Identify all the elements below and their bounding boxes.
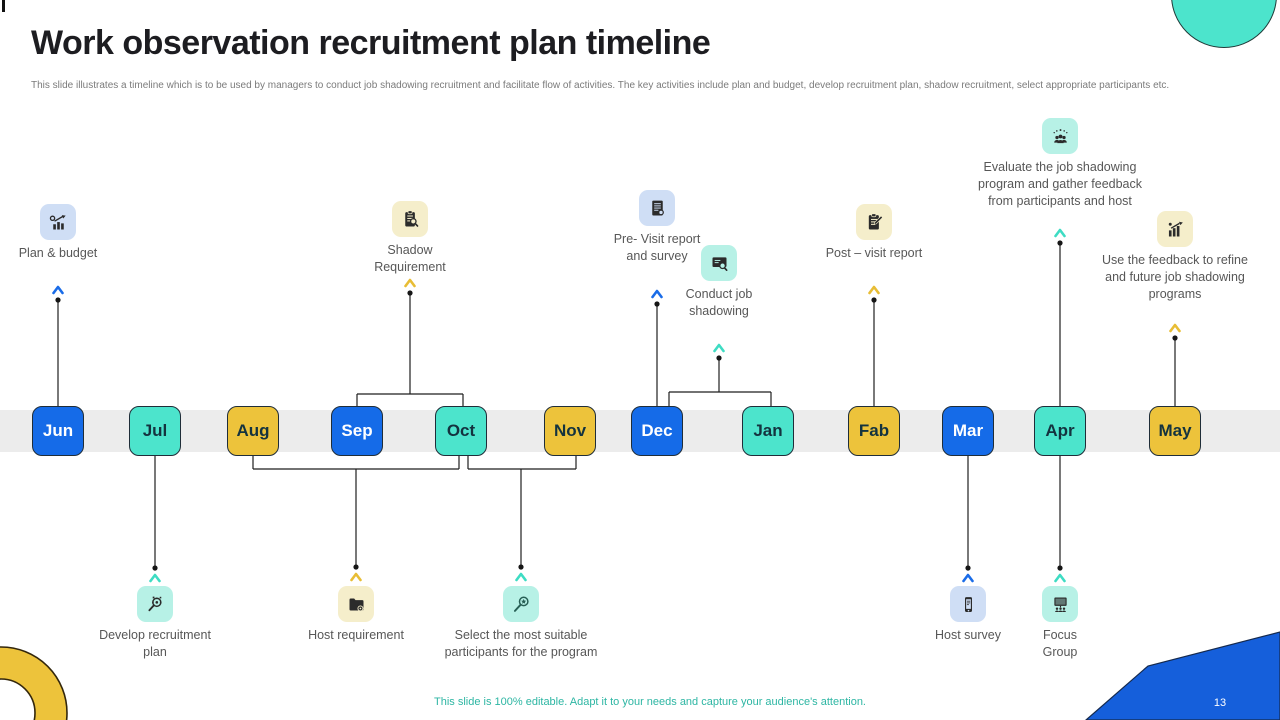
- activity-label: Evaluate the job shadowing program and g…: [978, 160, 1142, 208]
- activity-label: Host survey: [935, 628, 1001, 642]
- activity-icon-tile: [1042, 586, 1078, 622]
- activity-icon-tile: [137, 586, 173, 622]
- activity-icon-tile: [1042, 118, 1078, 154]
- decoration-corner-polygon: [1085, 631, 1280, 720]
- accent-tick: [2, 0, 5, 12]
- activity-label: Pre- Visit report and survey: [613, 232, 701, 263]
- activity-icon-tile: [392, 201, 428, 237]
- bar-chart-coin-icon: [49, 214, 66, 229]
- activity-label: Select the most suitable participants fo…: [444, 628, 598, 659]
- month-badge-dec: Dec: [631, 406, 683, 456]
- folder-gear-icon: [349, 598, 363, 611]
- month-badge-apr: Apr: [1034, 406, 1086, 456]
- presentation-people-icon: [1053, 597, 1067, 612]
- activity-icon-tile: [639, 190, 675, 226]
- activity-label: Conduct job shadowing: [685, 287, 753, 318]
- activity-icon-tile: [40, 204, 76, 240]
- search-gear-icon: [147, 596, 162, 611]
- month-badge-jan: Jan: [742, 406, 794, 456]
- activity-icon-tile: [503, 586, 539, 622]
- clipboard-pen-icon: [868, 212, 883, 229]
- activity-icon-tile: [338, 586, 374, 622]
- month-badge-mar: Mar: [942, 406, 994, 456]
- bar-chart-arrow-icon: [1168, 221, 1183, 236]
- monitor-search-icon: [712, 256, 728, 271]
- month-badge-nov: Nov: [544, 406, 596, 456]
- page-title: Work observation recruitment plan timeli…: [31, 24, 711, 62]
- activity-label: Post – visit report: [825, 246, 923, 260]
- month-badge-jun: Jun: [32, 406, 84, 456]
- activity-label: Plan & budget: [18, 246, 98, 260]
- month-badge-oct: Oct: [435, 406, 487, 456]
- footer-note: This slide is 100% editable. Adapt it to…: [434, 696, 866, 708]
- month-badge-jul: Jul: [129, 406, 181, 456]
- clipboard-search-icon: [404, 209, 418, 227]
- activity-label: Focus Group: [1042, 628, 1078, 659]
- activity-label: Develop recruitment plan: [99, 628, 211, 659]
- activity-icon-tile: [1157, 211, 1193, 247]
- activity-label: Host requirement: [308, 628, 404, 642]
- activity-label: Use the feedback to refine and future jo…: [1102, 253, 1248, 301]
- activity-label: Shadow Requirement: [374, 243, 446, 274]
- decoration-ring: [0, 646, 68, 720]
- month-badge-may: May: [1149, 406, 1201, 456]
- month-badge-sep: Sep: [331, 406, 383, 456]
- page-number: 13: [1213, 697, 1227, 709]
- activity-icon-tile: [950, 586, 986, 622]
- month-badge-aug: Aug: [227, 406, 279, 456]
- document-scroll-icon: [651, 200, 664, 215]
- slide-subtitle: This slide illustrates a timeline which …: [31, 80, 1170, 91]
- search-star-icon: [513, 595, 529, 612]
- activity-icon-tile: [701, 245, 737, 281]
- people-stars-icon: [1053, 128, 1067, 143]
- phone-survey-icon: [964, 596, 972, 612]
- decoration-half-circle: [1171, 0, 1277, 48]
- activity-icon-tile: [856, 204, 892, 240]
- month-badge-fab: Fab: [848, 406, 900, 456]
